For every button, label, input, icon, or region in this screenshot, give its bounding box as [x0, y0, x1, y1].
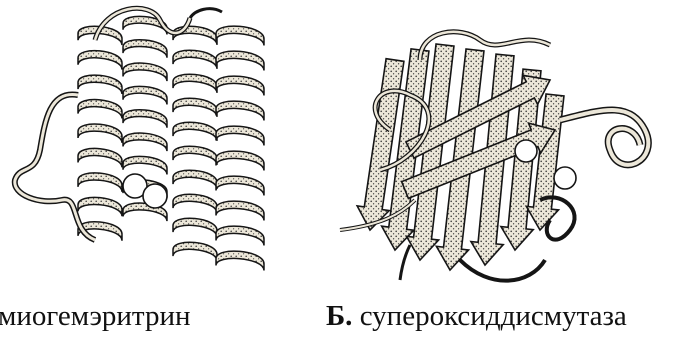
alpha-helix-bundle	[78, 16, 264, 270]
helix-turn	[123, 86, 167, 104]
panel-label-b: Б.	[326, 300, 352, 332]
helix-turn	[173, 146, 217, 165]
caption-text: супероксиддисмутаза	[360, 300, 627, 332]
helix-turn	[173, 194, 217, 213]
helix-turn	[78, 124, 122, 143]
loop-bottom	[460, 260, 545, 281]
helix-turn	[78, 173, 122, 192]
helix-turn	[173, 98, 217, 117]
caption-myohemerythrin: миогемэритрин	[0, 300, 191, 333]
helix-turn	[78, 148, 122, 167]
superoxide-dismutase-structure	[300, 0, 673, 300]
myohemerythrin-structure	[0, 0, 300, 300]
helix-turn	[216, 176, 264, 195]
helix-turn	[173, 26, 217, 45]
helix-turn	[123, 110, 167, 128]
iron-atom	[143, 184, 167, 208]
loop-left	[15, 94, 95, 240]
helix-turn	[216, 76, 264, 95]
helix-turn	[216, 101, 264, 120]
myohemerythrin-panel: миогемэритрин	[0, 0, 300, 342]
helix-turn	[216, 151, 264, 170]
caption-superoxide-dismutase: Б. супероксиддисмутаза	[326, 300, 627, 333]
helix-turn	[123, 133, 167, 151]
helix-turn	[173, 74, 217, 93]
zinc-ion	[554, 167, 576, 189]
superoxide-dismutase-panel: Б. супероксиддисмутаза	[300, 0, 673, 342]
helix-turn	[173, 218, 217, 237]
helix-turn	[173, 170, 217, 189]
helix-turn	[78, 197, 122, 216]
helix-turn	[216, 226, 264, 245]
helix-turn	[216, 51, 264, 70]
helix-turn	[173, 242, 217, 261]
helix-turn	[173, 50, 217, 69]
helix-turn	[216, 201, 264, 220]
copper-ion	[515, 140, 537, 162]
helix-turn	[216, 26, 264, 45]
helix-turn	[216, 251, 264, 270]
helix-turn	[123, 40, 167, 58]
helix-turn	[78, 75, 122, 94]
helix-turn	[216, 126, 264, 145]
helix-turn	[78, 51, 122, 70]
helix-turn	[78, 100, 122, 119]
helix-turn	[123, 156, 167, 174]
helix-turn	[173, 122, 217, 141]
helix-turn	[123, 63, 167, 81]
